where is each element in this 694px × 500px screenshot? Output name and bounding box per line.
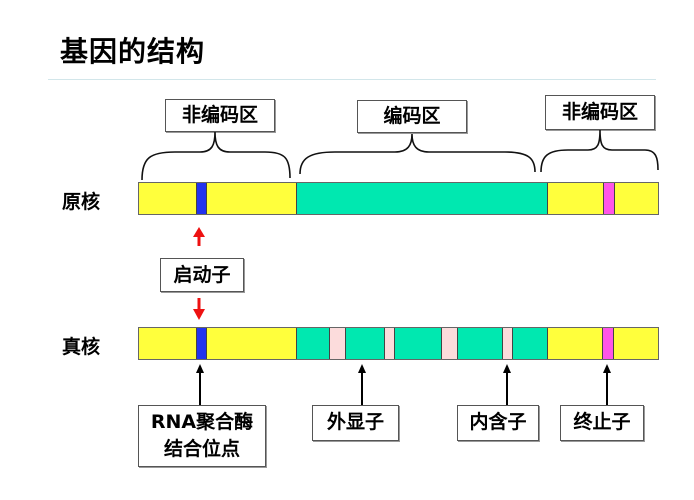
right-noncoding-brace xyxy=(540,129,659,173)
left-noncoding-brace xyxy=(141,131,291,181)
right-noncoding-label: 非编码区 xyxy=(545,95,655,130)
terminator-site xyxy=(602,328,614,359)
intron-segment xyxy=(441,328,458,359)
eukaryote-gene-bar xyxy=(138,327,659,360)
rna-pol-label-line2: 结合位点 xyxy=(163,438,240,460)
page-title: 基因的结构 xyxy=(60,35,206,68)
upstream-noncoding-segment xyxy=(139,183,296,214)
exon-label: 外显子 xyxy=(312,405,399,441)
intron-segment xyxy=(384,328,395,359)
terminator-site xyxy=(603,183,615,214)
downstream-noncoding-segment xyxy=(547,183,658,214)
coding-brace xyxy=(299,133,536,175)
rna-pol-label-line1: RNA聚合酶 xyxy=(150,411,254,433)
promoter-label: 启动子 xyxy=(160,258,244,292)
eukaryote-label: 真核 xyxy=(62,336,101,358)
rna-pol-site-arrow-icon xyxy=(196,364,204,405)
intron-segment xyxy=(329,328,346,359)
rna-polymerase-binding-site-label: RNA聚合酶 结合位点 xyxy=(138,405,266,467)
rna-polymerase-binding-site xyxy=(196,328,207,359)
exon-segment xyxy=(296,328,329,359)
title-divider xyxy=(48,79,656,80)
prokaryote-label: 原核 xyxy=(62,191,101,213)
intron-label: 内含子 xyxy=(457,405,539,441)
exon-segment xyxy=(346,328,384,359)
coding-region-segment xyxy=(296,183,547,214)
upstream-noncoding-segment xyxy=(139,328,296,359)
red-up-arrow-icon xyxy=(193,227,205,246)
intron-segment xyxy=(502,328,513,359)
exon-segment xyxy=(513,328,547,359)
intron-arrow-icon xyxy=(503,364,511,405)
terminator-label: 终止子 xyxy=(560,405,644,441)
terminator-arrow-icon xyxy=(603,364,611,405)
exon-segment xyxy=(458,328,502,359)
left-noncoding-label: 非编码区 xyxy=(165,99,275,132)
prokaryote-gene-bar xyxy=(138,182,659,215)
red-down-arrow-icon xyxy=(193,298,205,320)
exon-arrow-icon xyxy=(358,364,366,405)
coding-region-label: 编码区 xyxy=(357,100,467,133)
rna-polymerase-binding-site xyxy=(196,183,207,214)
exon-segment xyxy=(395,328,441,359)
